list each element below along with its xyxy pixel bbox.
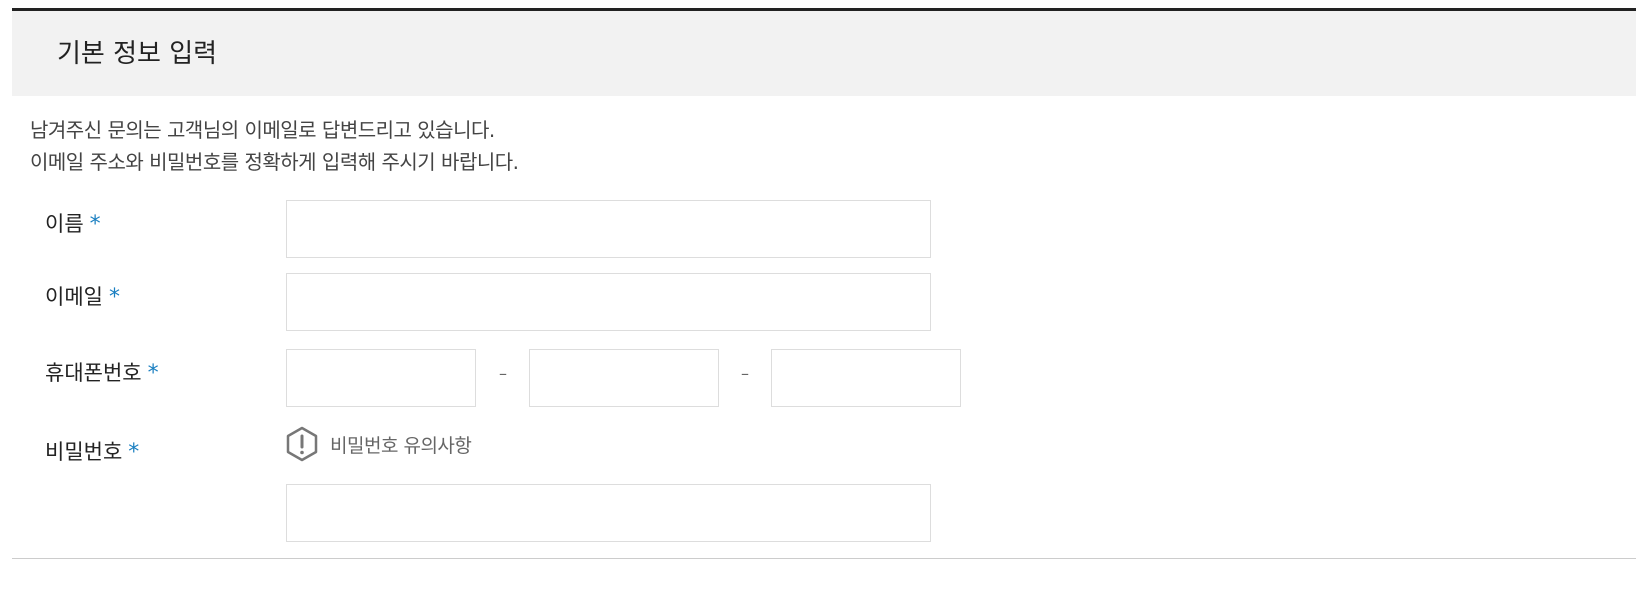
password-label: 비밀번호* [45,436,139,466]
password-input[interactable] [286,484,931,542]
phone-separator-1: – [499,364,507,383]
phone-input-part1[interactable] [286,349,476,407]
password-notice-text: 비밀번호 유의사항 [330,434,472,457]
required-star: * [128,440,140,465]
required-star: * [108,285,120,310]
section-header: 기본 정보 입력 [12,11,1636,96]
name-label: 이름* [45,208,101,238]
required-star: * [89,212,101,237]
required-star: * [147,361,159,386]
phone-input-part2[interactable] [529,349,719,407]
email-input[interactable] [286,273,931,331]
phone-input-part3[interactable] [771,349,961,407]
name-label-text: 이름 [45,212,84,236]
password-label-text: 비밀번호 [45,440,123,464]
basic-info-section: 기본 정보 입력 [12,8,1636,589]
email-label: 이메일* [45,281,120,311]
name-input[interactable] [286,200,931,258]
phone-label-text: 휴대폰번호 [45,361,142,385]
intro-text-line-2: 이메일 주소와 비밀번호를 정확하게 입력해 주시기 바랍니다. [30,150,519,174]
intro-text-line-1: 남겨주신 문의는 고객님의 이메일로 답변드리고 있습니다. [30,118,495,142]
phone-separator-2: – [741,364,749,383]
exclamation-hexagon-icon [286,426,318,462]
phone-label: 휴대폰번호* [45,357,159,387]
password-notice-link[interactable]: 비밀번호 유의사항 [286,426,472,462]
email-label-text: 이메일 [45,285,103,309]
section-title: 기본 정보 입력 [57,39,218,69]
section-bottom-divider [12,558,1636,559]
